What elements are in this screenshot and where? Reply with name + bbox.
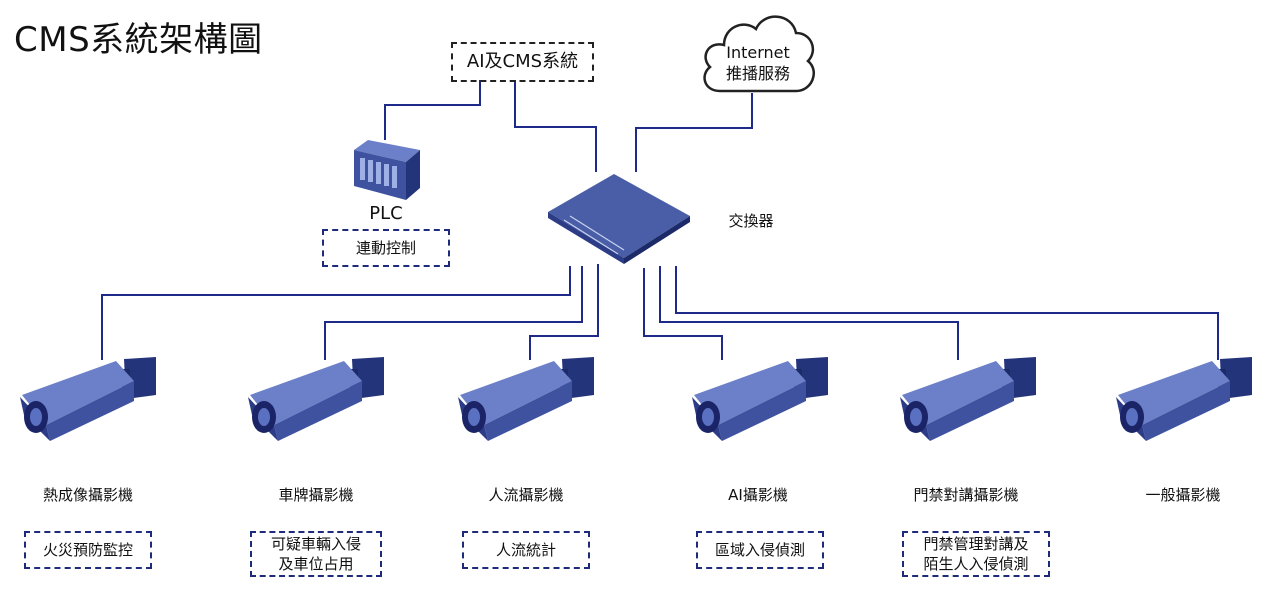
camera-function-line: 人流統計 (495, 541, 556, 559)
camera-function-box: 火災預防監控 (24, 531, 152, 569)
camera-label: 門禁對講攝影機 (913, 486, 1019, 504)
plc-icon (354, 140, 420, 200)
camera-label: 熱成像攝影機 (42, 486, 133, 504)
camera-icon (896, 355, 1038, 449)
ai-cms-system-label: AI及CMS系統 (466, 51, 579, 72)
camera-function-text: 人流統計 (496, 540, 556, 560)
camera-label: 一般攝影機 (1145, 486, 1221, 504)
camera-function-line: 門禁管理對講及 (923, 535, 1029, 553)
camera-icon (244, 355, 386, 449)
plc-function-label: 連動控制 (355, 239, 416, 257)
cloud-icon (703, 15, 815, 93)
wire-ai-switch (514, 80, 597, 172)
wire-cam-4 (643, 268, 723, 360)
camera-function-text: 火災預防監控 (43, 540, 133, 560)
camera-function-text: 門禁管理對講及陌生人入侵偵測 (923, 534, 1028, 574)
wire-cam-1 (101, 266, 571, 360)
camera-label: 車牌攝影機 (278, 486, 354, 504)
wire-cam-5 (659, 266, 959, 360)
plc-label: PLC (369, 203, 403, 224)
camera-icon (454, 355, 596, 449)
wire-cam-2 (324, 266, 583, 360)
camera-function-line: 陌生人入侵偵測 (923, 555, 1029, 573)
wire-ai-plc (384, 80, 481, 140)
camera-function-text: 區域入侵偵測 (715, 540, 805, 560)
internet-line-2: 推播服務 (725, 64, 790, 83)
ai-cms-system-box: AI及CMS系統 (451, 42, 594, 82)
wire-cam-3 (529, 264, 599, 360)
camera-icon (688, 355, 830, 449)
camera-function-line: 可疑車輛入侵 (270, 535, 361, 553)
internet-line-1: Internet (726, 43, 790, 62)
camera-function-box: 區域入侵偵測 (696, 531, 824, 569)
camera-label: AI攝影機 (728, 486, 788, 504)
switch-icon (548, 174, 690, 264)
camera-function-box: 可疑車輛入侵及車位占用 (250, 531, 382, 577)
plc-function-box: 連動控制 (322, 229, 450, 267)
camera-function-line: 及車位占用 (278, 555, 354, 573)
camera-icon (16, 355, 158, 449)
camera-function-line: 區域入侵偵測 (714, 541, 805, 559)
camera-icon (1112, 355, 1254, 449)
wire-internet-switch (635, 93, 753, 172)
camera-function-box: 人流統計 (462, 531, 590, 569)
camera-function-box: 門禁管理對講及陌生人入侵偵測 (902, 531, 1050, 577)
switch-label: 交換器 (728, 212, 774, 230)
internet-label: Internet 推播服務 (700, 42, 816, 84)
diagram-title: CMS系統架構圖 (14, 20, 263, 60)
camera-label: 人流攝影機 (488, 486, 564, 504)
camera-function-line: 火災預防監控 (42, 541, 133, 559)
camera-function-text: 可疑車輛入侵及車位占用 (271, 534, 361, 574)
wire-cam-6 (675, 266, 1219, 360)
